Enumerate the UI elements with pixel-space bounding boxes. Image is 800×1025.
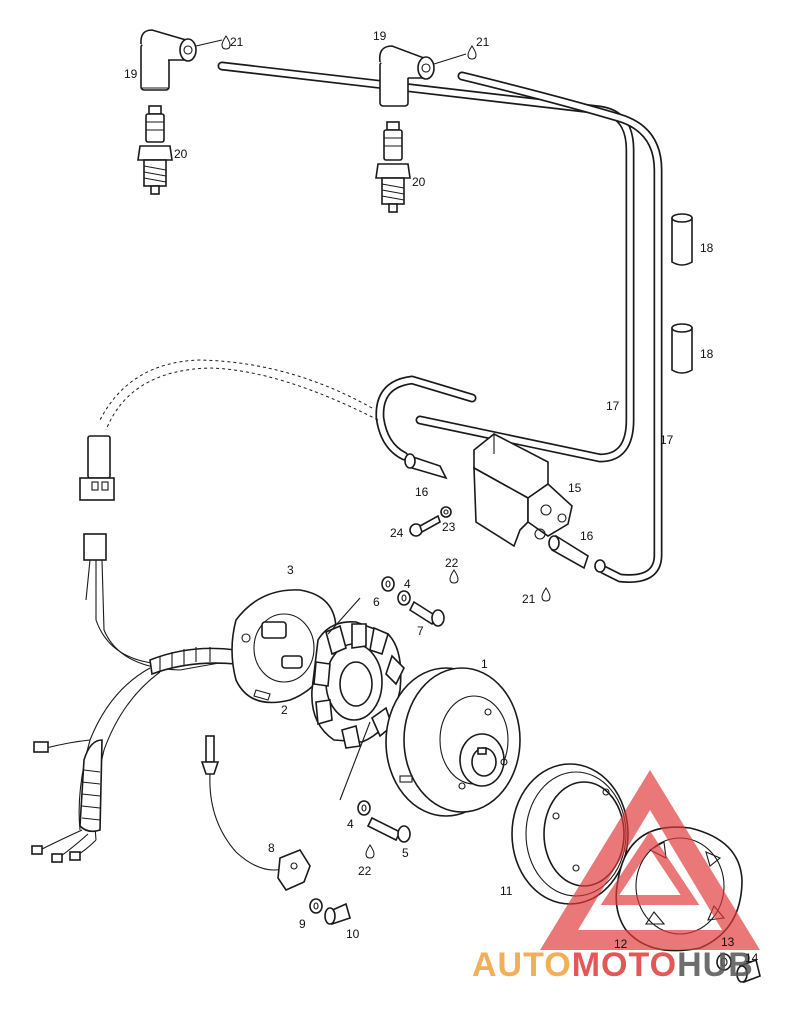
label-16-upper: 16 [415, 485, 429, 499]
label-21-left: 21 [230, 35, 244, 49]
label-4-lower: 4 [347, 817, 354, 831]
ignition-coil [473, 433, 573, 548]
screw-24 [409, 514, 441, 537]
label-8: 8 [268, 841, 275, 855]
flywheel-rotor [385, 667, 521, 817]
spark-plug-right [375, 121, 411, 213]
label-6: 6 [373, 595, 380, 609]
label-20-left: 20 [174, 147, 188, 161]
label-17-left: 17 [606, 399, 620, 413]
label-4-upper: 4 [404, 577, 411, 591]
label-2: 2 [281, 703, 288, 717]
screw-14 [736, 958, 761, 984]
label-19-left: 19 [124, 67, 138, 81]
pickup-sensor [200, 735, 311, 892]
spark-plug-left [137, 105, 173, 195]
label-12: 12 [614, 937, 628, 951]
label-5: 5 [402, 846, 409, 860]
screw-7 [408, 600, 445, 627]
label-17-right: 17 [660, 433, 674, 447]
washer-13 [716, 953, 732, 971]
washer-4-upper [397, 590, 411, 606]
label-10: 10 [346, 927, 360, 941]
label-24: 24 [390, 526, 404, 540]
stator [311, 621, 405, 749]
label-16-lower: 16 [580, 529, 594, 543]
label-19-right: 19 [373, 29, 387, 43]
washer-23 [440, 506, 452, 518]
label-20-right: 20 [412, 175, 426, 189]
hose-connector-lower [534, 528, 606, 573]
label-9: 9 [299, 917, 306, 931]
label-22-lower: 22 [358, 864, 372, 878]
hose-connector-upper [404, 453, 448, 480]
label-3: 3 [287, 563, 294, 577]
screw-5 [366, 816, 411, 843]
label-22-upper: 22 [445, 556, 459, 570]
sleeve-upper [671, 213, 693, 266]
watermark-text-hub: HUB [677, 946, 754, 984]
cover-ring [511, 763, 629, 905]
leader-lines [195, 39, 467, 801]
label-21-right: 21 [476, 35, 490, 49]
ht-lead-loop [375, 375, 477, 461]
label-13: 13 [721, 935, 735, 949]
washer-9 [309, 898, 323, 914]
wiring-harness [31, 359, 379, 863]
label-15: 15 [568, 481, 582, 495]
screw-10 [324, 902, 351, 926]
washer-6 [381, 576, 395, 592]
spark-plug-cap-right [378, 45, 435, 107]
ht-lead-right [457, 71, 663, 584]
label-18-upper: 18 [700, 241, 714, 255]
sleeve-lower [671, 323, 693, 374]
label-11: 11 [500, 884, 513, 898]
grease-drop-icon [221, 35, 551, 859]
label-18-lower: 18 [700, 347, 714, 361]
label-23: 23 [442, 520, 456, 534]
spark-plug-cap-left [140, 29, 197, 91]
watermark-text-auto: AUTO [472, 946, 572, 984]
svg-text:AUTOMOTOHUB: AUTOMOTOHUB [472, 946, 754, 984]
ht-lead-left [217, 61, 635, 463]
automotohub-watermark: AUTOMOTOHUB [472, 770, 760, 984]
watermark-triangle-logo [540, 770, 760, 950]
label-1: 1 [481, 657, 488, 671]
washer-4-lower [357, 800, 371, 816]
label-7: 7 [417, 624, 424, 638]
part-labels: 1 2 3 4 4 5 6 7 8 9 10 11 12 13 14 15 16… [124, 29, 759, 965]
watermark-text-moto: MOTO [572, 946, 677, 984]
label-21-lower: 21 [522, 592, 536, 606]
label-14: 14 [745, 951, 759, 965]
